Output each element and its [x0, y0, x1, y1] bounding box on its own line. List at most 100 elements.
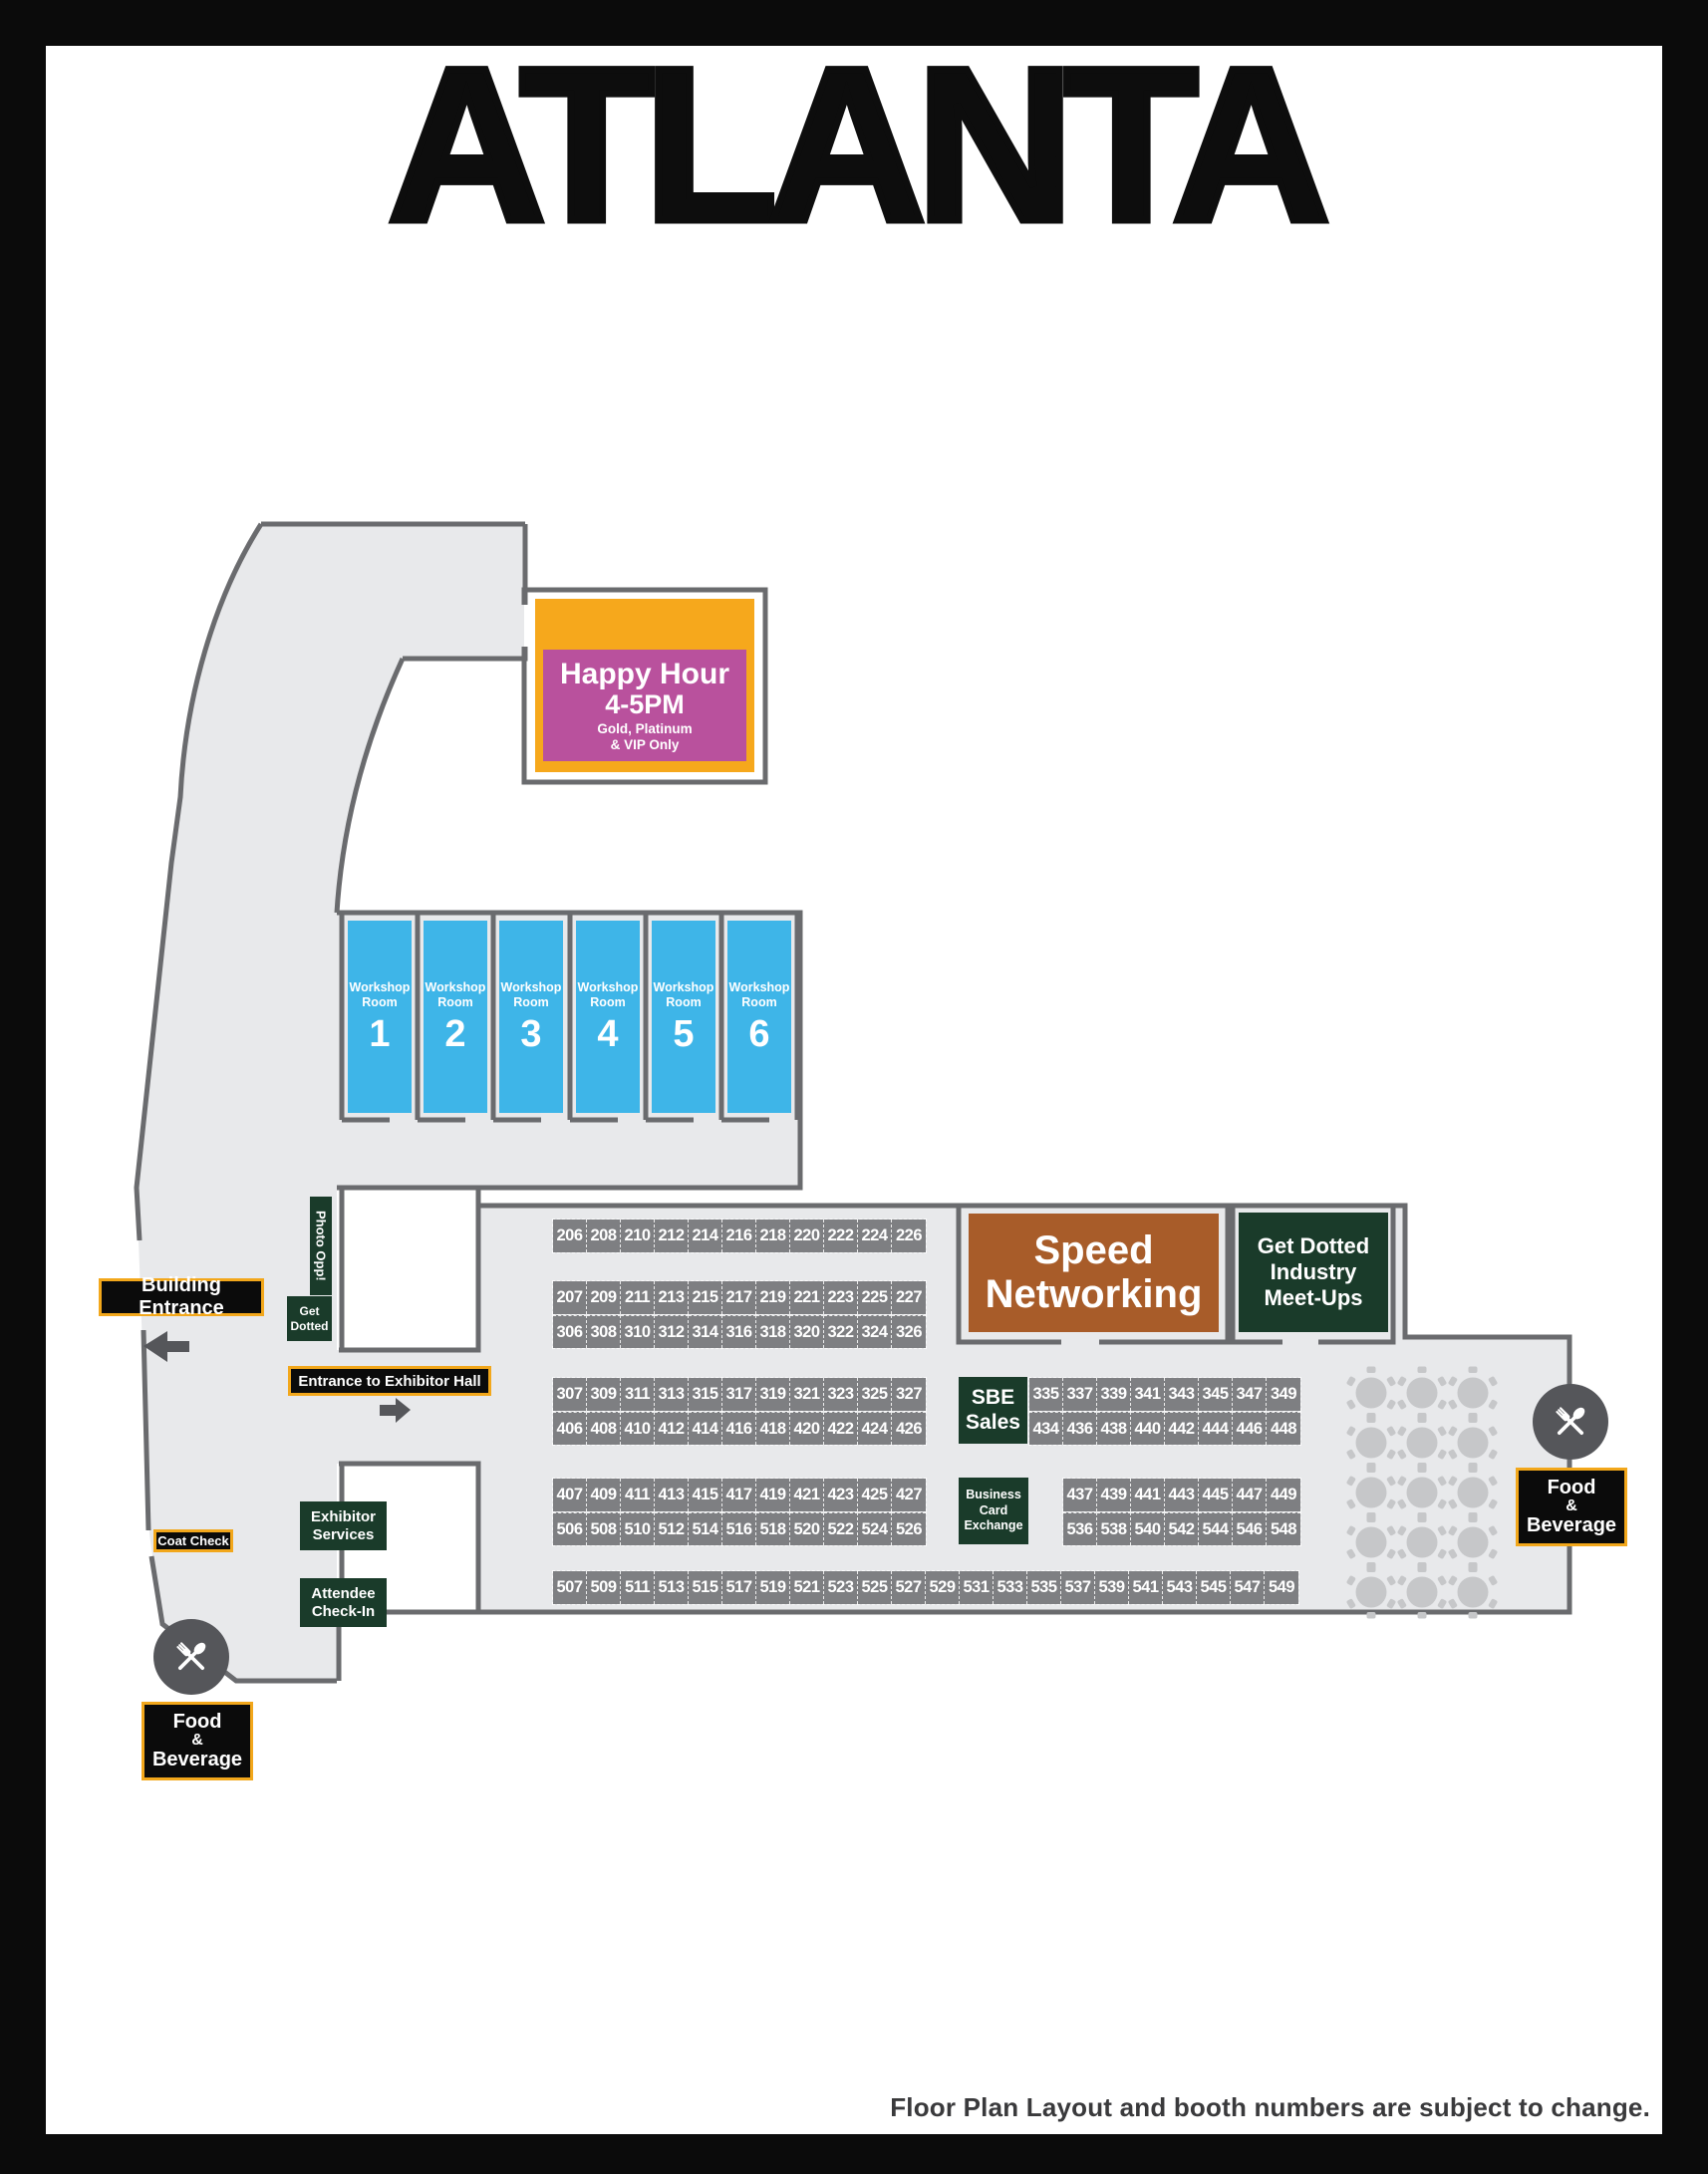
food-beverage-label-right: Food & Beverage — [1516, 1468, 1627, 1546]
booth-311: 311 — [621, 1378, 655, 1411]
booth-308: 308 — [587, 1315, 621, 1348]
booth-440: 440 — [1131, 1412, 1165, 1445]
booth-315: 315 — [689, 1378, 722, 1411]
booth-444: 444 — [1199, 1412, 1233, 1445]
entrance-passage-walls — [339, 1347, 478, 1467]
workshop-label-top: Workshop — [653, 980, 714, 994]
booth-319: 319 — [756, 1378, 790, 1411]
booth-441: 441 — [1131, 1479, 1165, 1511]
booth-448: 448 — [1267, 1412, 1300, 1445]
booth-442: 442 — [1165, 1412, 1199, 1445]
happy-hour-note-1: Gold, Platinum — [597, 721, 693, 737]
exhibitor-services-line2: Services — [312, 1525, 375, 1543]
booth-412: 412 — [655, 1412, 689, 1445]
booth-447: 447 — [1233, 1479, 1267, 1511]
happy-hour-title: Happy Hour — [559, 657, 729, 690]
page-title: ATLANTA — [384, 22, 1333, 267]
booth-309: 309 — [587, 1378, 621, 1411]
sbe-sales-line2: Sales — [966, 1410, 1020, 1434]
booth-406: 406 — [553, 1412, 587, 1445]
round-table — [1448, 1416, 1498, 1470]
bce-line3: Exchange — [964, 1518, 1023, 1533]
workshop-label-top: Workshop — [425, 980, 486, 994]
workshop-label-bottom: Room — [513, 995, 549, 1009]
booth-210: 210 — [621, 1220, 655, 1252]
get-dotted-label: Get Dotted — [287, 1296, 332, 1341]
booth-206: 206 — [553, 1220, 587, 1252]
meetups-room-walls — [1230, 1206, 1396, 1345]
workshop-label-bottom: Room — [437, 995, 473, 1009]
booth-506: 506 — [553, 1512, 587, 1545]
fork-spoon-glyph — [1556, 1407, 1585, 1436]
booth-418: 418 — [756, 1412, 790, 1445]
booth-209: 209 — [587, 1281, 621, 1314]
booth-347: 347 — [1233, 1378, 1267, 1411]
booth-317: 317 — [722, 1378, 756, 1411]
booth-517: 517 — [722, 1571, 756, 1604]
booth-434: 434 — [1029, 1412, 1063, 1445]
booth-408: 408 — [587, 1412, 621, 1445]
booth-511: 511 — [621, 1571, 655, 1604]
booth-533: 533 — [994, 1571, 1027, 1604]
booth-422: 422 — [824, 1412, 858, 1445]
fb-left-line1: Food — [172, 1711, 222, 1734]
attendee-checkin-line2: Check-In — [311, 1602, 376, 1620]
booth-224: 224 — [858, 1220, 892, 1252]
exhibit-hall-walls — [475, 1203, 1572, 1615]
booth-411: 411 — [621, 1479, 655, 1511]
exhibitor-services-line1: Exhibitor — [310, 1507, 376, 1525]
exhibitor-services-label: Exhibitor Services — [300, 1501, 387, 1550]
booth-527: 527 — [892, 1571, 926, 1604]
booth-516: 516 — [722, 1512, 756, 1545]
booth-212: 212 — [655, 1220, 689, 1252]
booth-446: 446 — [1233, 1412, 1267, 1445]
left-arrow-icon — [143, 1331, 189, 1362]
speed-networking-room: Speed Networking — [969, 1214, 1219, 1332]
booth-320: 320 — [790, 1315, 824, 1348]
workshop-number: 5 — [673, 1013, 695, 1055]
meetups-line2: Industry — [1270, 1259, 1357, 1285]
workshop-label-bottom: Room — [666, 995, 702, 1009]
booth-413: 413 — [655, 1479, 689, 1511]
booth-306: 306 — [553, 1315, 587, 1348]
booth-221: 221 — [790, 1281, 824, 1314]
booth-536: 536 — [1063, 1512, 1097, 1545]
fork-spoon-icon — [1533, 1384, 1608, 1460]
coat-check-label: Coat Check — [153, 1529, 233, 1552]
booth-439: 439 — [1097, 1479, 1131, 1511]
booth-321: 321 — [790, 1378, 824, 1411]
booth-415: 415 — [689, 1479, 722, 1511]
workshop-label-top: Workshop — [349, 980, 411, 994]
round-table — [1397, 1416, 1447, 1470]
booth-409: 409 — [587, 1479, 621, 1511]
food-beverage-label-left: Food & Beverage — [142, 1702, 253, 1780]
booth-510: 510 — [621, 1512, 655, 1545]
booth-512: 512 — [655, 1512, 689, 1545]
workshop-label-bottom: Room — [590, 995, 626, 1009]
booth-508: 508 — [587, 1512, 621, 1545]
workshop-room-dividers — [339, 913, 800, 1120]
booth-217: 217 — [722, 1281, 756, 1314]
booth-523: 523 — [824, 1571, 858, 1604]
booth-520: 520 — [790, 1512, 824, 1545]
booth-214: 214 — [689, 1220, 722, 1252]
lobby-corridor-floor — [137, 524, 525, 1681]
round-table — [1346, 1515, 1396, 1569]
booth-226: 226 — [892, 1220, 926, 1252]
booth-546: 546 — [1233, 1512, 1267, 1545]
workshop-label-top: Workshop — [577, 980, 639, 994]
booth-211: 211 — [621, 1281, 655, 1314]
workshop-number: 1 — [369, 1013, 391, 1055]
workshop-label-bottom: Room — [741, 995, 777, 1009]
booth-519: 519 — [756, 1571, 790, 1604]
